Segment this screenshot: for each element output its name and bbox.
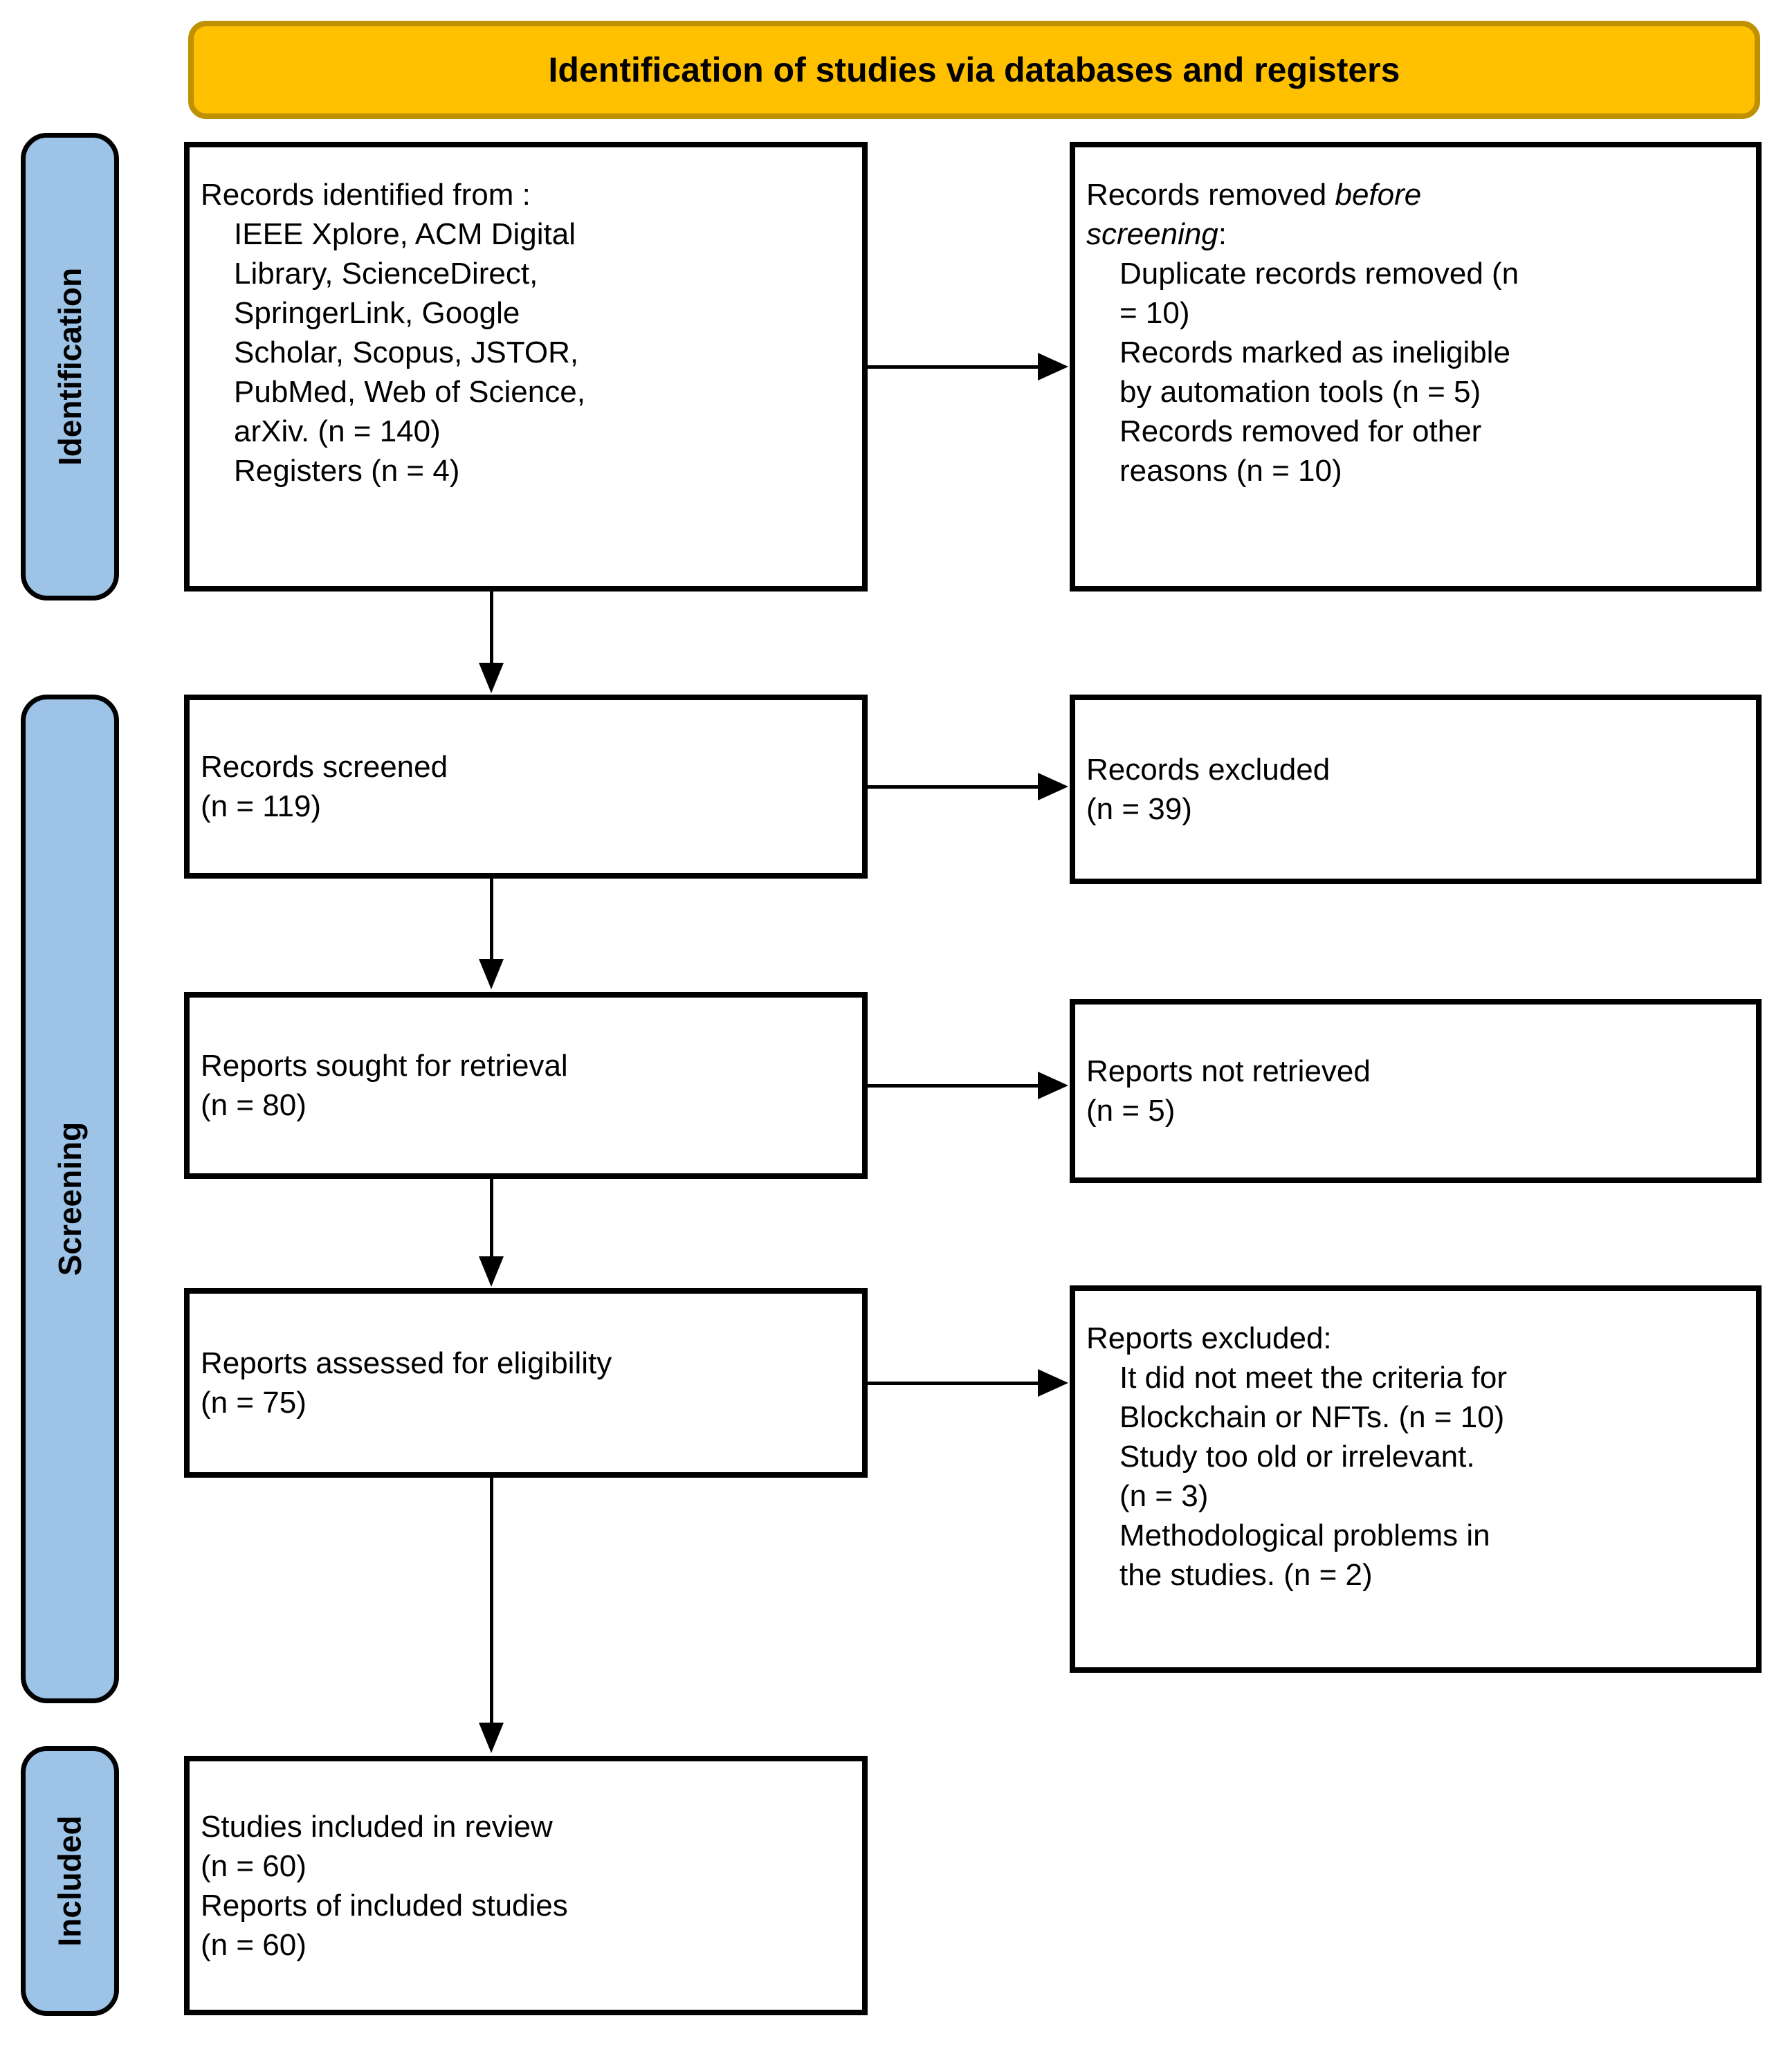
box-reports-assessed: Reports assessed for eligibility (n = 75) bbox=[184, 1288, 868, 1478]
box-records-removed: Records removed before screening: Duplicat… bbox=[1070, 142, 1762, 592]
stage-label-identification: Identification bbox=[52, 267, 89, 466]
box-records-identified-text: Records identified from : IEEE Xplore, AC… bbox=[190, 147, 862, 490]
box-records-excluded: Records excluded (n = 39) bbox=[1070, 695, 1762, 884]
text-line: Reports excluded: bbox=[1086, 1321, 1332, 1355]
arrow-head-icon bbox=[479, 1723, 504, 1753]
text-line: Reports sought for retrieval bbox=[201, 1049, 568, 1083]
text-line: Records removed for other bbox=[1119, 414, 1482, 448]
text-line: It did not meet the criteria for bbox=[1119, 1361, 1508, 1395]
box-reports-assessed-text: Reports assessed for eligibility (n = 75) bbox=[190, 1344, 862, 1422]
arrow-line bbox=[490, 879, 493, 960]
text-line: Methodological problems in bbox=[1119, 1519, 1490, 1552]
banner: Identification of studies via databases … bbox=[188, 21, 1760, 119]
text-line: arXiv. (n = 140) bbox=[234, 414, 441, 448]
box-reports-excluded-text: Reports excluded: It did not meet the cri… bbox=[1075, 1291, 1756, 1595]
box-records-screened: Records screened (n = 119) bbox=[184, 695, 868, 879]
text-line: the studies. (n = 2) bbox=[1119, 1558, 1373, 1592]
text-line: (n = 60) bbox=[201, 1849, 307, 1883]
arrow-head-icon bbox=[1038, 773, 1068, 800]
arrow-head-icon bbox=[1038, 1072, 1068, 1099]
box-reports-sought: Reports sought for retrieval (n = 80) bbox=[184, 992, 868, 1179]
text-line: (n = 119) bbox=[201, 789, 322, 823]
arrow-head-icon bbox=[479, 959, 504, 989]
text-line: Reports not retrieved bbox=[1086, 1054, 1371, 1088]
text-line: = 10) bbox=[1119, 296, 1190, 330]
text-line: Registers (n = 4) bbox=[234, 454, 460, 488]
text-line: Duplicate records removed (n bbox=[1119, 257, 1519, 291]
stage-bar-included: Included bbox=[21, 1746, 119, 2016]
text-line: Studies included in review bbox=[201, 1809, 553, 1844]
text-line: (n = 75) bbox=[201, 1386, 307, 1420]
box-studies-included-text: Studies included in review (n = 60) Report… bbox=[190, 1807, 862, 1965]
box-records-screened-text: Records screened (n = 119) bbox=[190, 747, 862, 826]
text-line: Study too old or irrelevant. bbox=[1119, 1440, 1475, 1474]
arrow-line bbox=[490, 1478, 493, 1724]
arrow-line bbox=[490, 592, 493, 664]
box-records-excluded-text: Records excluded (n = 39) bbox=[1075, 750, 1756, 829]
arrow-head-icon bbox=[479, 1256, 504, 1287]
text-line: Records marked as ineligible bbox=[1119, 336, 1510, 369]
text-line: Reports assessed for eligibility bbox=[201, 1346, 612, 1380]
arrow-line bbox=[490, 1179, 493, 1258]
stage-bar-screening: Screening bbox=[21, 695, 119, 1703]
box-records-removed-text: Records removed before screening: Duplicat… bbox=[1075, 147, 1756, 490]
box-reports-not-retrieved: Reports not retrieved (n = 5) bbox=[1070, 999, 1762, 1183]
stage-label-screening: Screening bbox=[52, 1121, 89, 1276]
stage-bar-identification: Identification bbox=[21, 133, 119, 600]
text-line: (n = 80) bbox=[201, 1088, 307, 1122]
text-line: (n = 39) bbox=[1086, 792, 1192, 826]
text-line: Records removed before bbox=[1086, 178, 1422, 212]
text-line: SpringerLink, Google bbox=[234, 296, 520, 330]
box-records-identified: Records identified from : IEEE Xplore, AC… bbox=[184, 142, 868, 592]
text-line: Reports of included studies bbox=[201, 1888, 568, 1923]
box-reports-sought-text: Reports sought for retrieval (n = 80) bbox=[190, 1046, 862, 1125]
box-reports-not-retrieved-text: Reports not retrieved (n = 5) bbox=[1075, 1052, 1756, 1130]
arrow-head-icon bbox=[479, 663, 504, 693]
text-line: Records screened bbox=[201, 750, 448, 784]
text-line: Blockchain or NFTs. (n = 10) bbox=[1119, 1400, 1505, 1434]
stage-label-included: Included bbox=[52, 1815, 88, 1947]
arrow-line bbox=[868, 1084, 1039, 1088]
box-reports-excluded: Reports excluded: It did not meet the cri… bbox=[1070, 1285, 1762, 1673]
text-line: Library, ScienceDirect, bbox=[234, 257, 538, 291]
text-line: (n = 3) bbox=[1119, 1479, 1209, 1513]
text-line: Records excluded bbox=[1086, 753, 1331, 787]
text-line: (n = 60) bbox=[201, 1927, 307, 1962]
banner-title: Identification of studies via databases … bbox=[548, 51, 1400, 89]
text-line: Scholar, Scopus, JSTOR, bbox=[234, 336, 579, 369]
arrow-head-icon bbox=[1038, 1369, 1068, 1397]
arrow-line bbox=[868, 365, 1039, 369]
text-line: (n = 5) bbox=[1086, 1094, 1176, 1128]
text-line: Records identified from : bbox=[201, 178, 531, 212]
arrow-line bbox=[868, 1382, 1039, 1385]
arrow-head-icon bbox=[1038, 353, 1068, 380]
arrow-line bbox=[868, 785, 1039, 789]
text-line: PubMed, Web of Science, bbox=[234, 375, 585, 409]
text-line: screening: bbox=[1086, 217, 1227, 251]
text-line: by automation tools (n = 5) bbox=[1119, 375, 1481, 409]
box-studies-included: Studies included in review (n = 60) Report… bbox=[184, 1756, 868, 2015]
text-line: IEEE Xplore, ACM Digital bbox=[234, 217, 576, 251]
text-line: reasons (n = 10) bbox=[1119, 454, 1342, 488]
